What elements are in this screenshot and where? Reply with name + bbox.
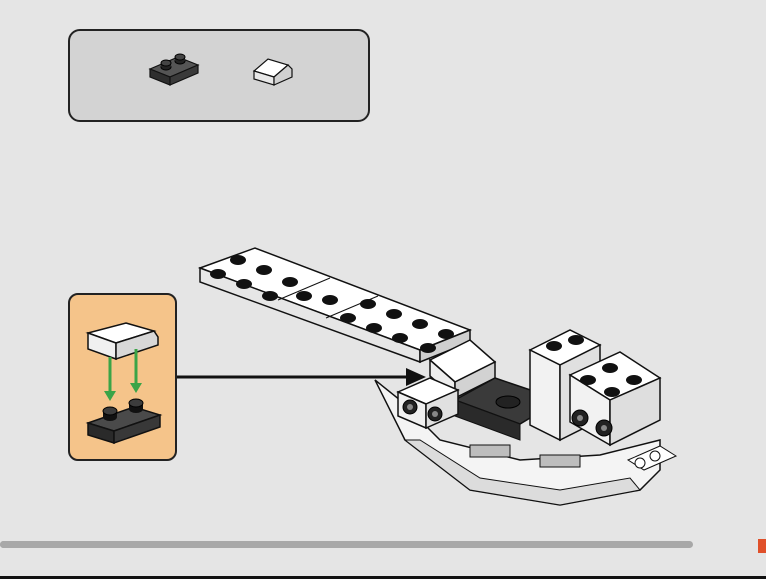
progress-bar xyxy=(0,541,693,548)
page-corner-accent xyxy=(758,539,766,553)
progress-bar-fill xyxy=(0,541,624,548)
